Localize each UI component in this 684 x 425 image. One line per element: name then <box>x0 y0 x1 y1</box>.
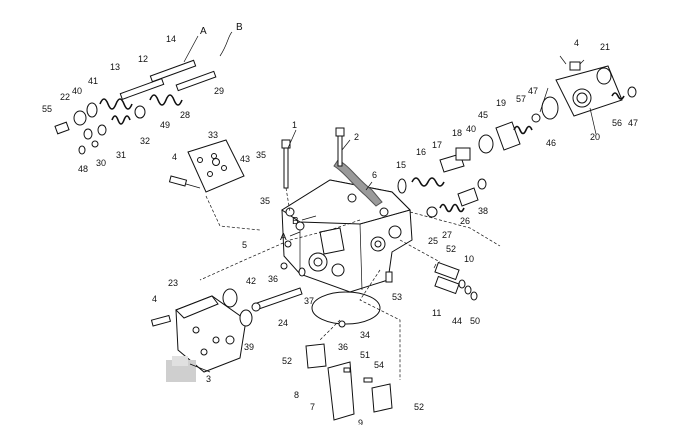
screw-4-lower <box>150 314 172 327</box>
o-ring-42 <box>222 288 238 308</box>
label-32: 32 <box>140 136 150 146</box>
label-26: 26 <box>460 216 470 226</box>
label-23: 23 <box>168 278 178 288</box>
label-21: 21 <box>600 42 610 52</box>
tube-6 <box>333 159 383 207</box>
label-2: 2 <box>354 132 359 142</box>
label-53: 53 <box>392 292 402 302</box>
label-19: 19 <box>496 98 506 108</box>
label-17: 17 <box>432 140 442 150</box>
label-15: 15 <box>396 160 406 170</box>
letter-a-body: A <box>280 232 287 243</box>
letter-a-top: A <box>200 26 207 37</box>
plug-53 <box>385 271 393 283</box>
label-31: 31 <box>116 150 126 160</box>
label-55: 55 <box>42 104 52 114</box>
label-34: 34 <box>360 330 370 340</box>
label-44: 44 <box>452 316 462 326</box>
label-33: 33 <box>208 130 218 140</box>
right-valve-stack <box>397 147 487 218</box>
label-39: 39 <box>244 342 254 352</box>
label-20: 20 <box>590 132 600 142</box>
label-27: 27 <box>442 230 452 240</box>
label-4-a: 4 <box>172 152 177 162</box>
assembly-lines <box>199 195 501 380</box>
label-24: 24 <box>278 318 288 328</box>
label-45: 45 <box>478 110 488 120</box>
label-16: 16 <box>416 147 426 157</box>
part-36-lower <box>338 320 346 328</box>
label-28: 28 <box>180 110 190 120</box>
front-plate-23 <box>175 295 247 373</box>
label-47-b: 47 <box>628 118 638 128</box>
shaft-24 <box>251 287 303 312</box>
label-41: 41 <box>88 76 98 86</box>
right-lower-parts <box>434 261 478 301</box>
label-40-a: 40 <box>72 86 82 96</box>
label-46: 46 <box>546 138 556 148</box>
bolt-1 <box>281 139 291 213</box>
o-ring-34 <box>311 291 381 325</box>
letter-b-body: B <box>292 216 299 227</box>
lower-bracket-parts <box>305 343 393 421</box>
label-38: 38 <box>478 206 488 216</box>
label-35-a: 35 <box>256 150 266 160</box>
label-1: 1 <box>292 120 297 130</box>
left-spool-group <box>54 59 217 155</box>
label-37: 37 <box>304 296 314 306</box>
valve-body <box>281 179 413 293</box>
label-52-a: 52 <box>446 244 456 254</box>
label-49: 49 <box>160 120 170 130</box>
right-upper-parts <box>478 61 637 154</box>
label-36-b: 36 <box>338 342 348 352</box>
part-labels: 1 2 3 4 4 4 5 6 7 8 9 10 11 12 13 14 15 … <box>42 22 638 425</box>
label-50: 50 <box>470 316 480 326</box>
blurred-bolt-3-shadow <box>172 356 188 366</box>
label-6: 6 <box>372 170 377 180</box>
leader-lines <box>189 55 597 373</box>
label-47-a: 47 <box>528 86 538 96</box>
flow-arrows <box>183 31 317 237</box>
label-13: 13 <box>110 62 120 72</box>
label-14: 14 <box>166 34 176 44</box>
label-7: 7 <box>310 402 315 412</box>
label-56: 56 <box>612 118 622 128</box>
bolt-2 <box>335 127 345 167</box>
screw-4-left <box>168 175 201 189</box>
label-12: 12 <box>138 54 148 64</box>
label-18: 18 <box>452 128 462 138</box>
label-36-a: 36 <box>268 274 278 284</box>
label-30: 30 <box>96 158 106 168</box>
label-8: 8 <box>294 390 299 400</box>
label-10: 10 <box>464 254 474 264</box>
part-37 <box>298 267 306 277</box>
label-3: 3 <box>206 374 211 384</box>
label-29: 29 <box>214 86 224 96</box>
label-57: 57 <box>516 94 526 104</box>
label-54: 54 <box>374 360 384 370</box>
label-52-c: 52 <box>414 402 424 412</box>
label-4-c: 4 <box>574 38 579 48</box>
o-ring-39 <box>239 309 253 327</box>
letter-b-top: B <box>236 22 243 33</box>
label-5: 5 <box>242 240 247 250</box>
label-48: 48 <box>78 164 88 174</box>
label-40-b: 40 <box>466 124 476 134</box>
label-42: 42 <box>246 276 256 286</box>
part-36 <box>280 262 288 270</box>
label-9: 9 <box>358 418 363 425</box>
label-52-b: 52 <box>282 356 292 366</box>
label-22: 22 <box>60 92 70 102</box>
upper-left-plate-33 <box>187 139 245 193</box>
label-51: 51 <box>360 350 370 360</box>
label-43: 43 <box>240 154 250 164</box>
label-25: 25 <box>428 236 438 246</box>
label-35-b: 35 <box>260 196 270 206</box>
label-4-b: 4 <box>152 294 157 304</box>
label-11: 11 <box>432 308 441 318</box>
